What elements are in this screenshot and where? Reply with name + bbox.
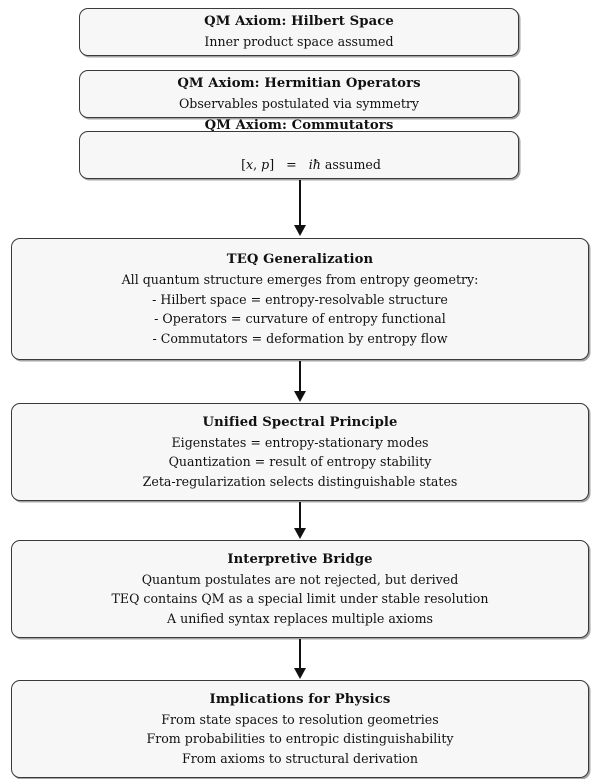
arrow-shaft <box>299 502 301 529</box>
node-title: QM Axiom: Commutators <box>204 117 394 133</box>
node-body-line: Quantum postulates are not rejected, but… <box>141 571 459 587</box>
node-qm-axiom-hilbert-space[interactable]: QM Axiom: Hilbert Space Inner product sp… <box>79 8 519 56</box>
commutator-equation: [x, p] = iħ assumed <box>217 136 381 195</box>
node-title: QM Axiom: Hermitian Operators <box>177 76 421 92</box>
node-body-line: All quantum structure emerges from entro… <box>121 272 479 287</box>
bracket-close: ] <box>269 157 275 173</box>
node-body-line: From axioms to structural derivation <box>182 750 418 766</box>
arrow-head <box>294 391 306 402</box>
node-qm-axiom-hermitian-operators[interactable]: QM Axiom: Hermitian Operators Observable… <box>79 70 519 118</box>
symbol-hbar: ħ <box>312 157 321 173</box>
arrow-shaft <box>299 639 301 669</box>
arrow-head <box>294 668 306 679</box>
arrow-shaft <box>299 180 301 226</box>
arrow-axioms-to-teq <box>293 180 307 237</box>
arrow-bridge-to-implications <box>293 639 307 680</box>
node-implications-for-physics[interactable]: Implications for Physics From state spac… <box>11 680 589 778</box>
symbol-i: i <box>308 157 313 173</box>
symbol-x: x <box>246 157 254 173</box>
node-interpretive-bridge[interactable]: Interpretive Bridge Quantum postulates a… <box>11 540 589 638</box>
arrow-head <box>294 225 306 236</box>
comma: , <box>253 157 262 173</box>
arrow-head <box>294 528 306 539</box>
node-title: QM Axiom: Hilbert Space <box>204 14 394 30</box>
node-body-line: Zeta-regularization selects distinguisha… <box>142 473 458 489</box>
arrow-teq-to-spectral <box>293 361 307 403</box>
arrow-spectral-to-bridge <box>293 502 307 540</box>
node-body-line: Eigenstates = entropy-stationary modes <box>171 434 429 450</box>
node-body-line: - Commutators = deformation by entropy f… <box>152 330 448 346</box>
node-teq-generalization[interactable]: TEQ Generalization All quantum structure… <box>11 238 589 360</box>
node-title: TEQ Generalization <box>226 251 374 267</box>
node-body-line: - Operators = curvature of entropy funct… <box>154 311 446 327</box>
node-title: Unified Spectral Principle <box>202 414 398 430</box>
node-body-line: - Hilbert space = entropy-resolvable str… <box>152 291 448 307</box>
bracket-open: [ <box>241 157 247 173</box>
arrow-shaft <box>299 361 301 392</box>
node-body-line: From state spaces to resolution geometri… <box>161 711 439 727</box>
node-title: Interpretive Bridge <box>227 551 373 567</box>
assumed-text: assumed <box>320 157 381 173</box>
equals-sign: = <box>286 157 297 173</box>
node-body-line: TEQ contains QM as a special limit under… <box>111 591 489 607</box>
node-qm-axiom-commutators[interactable]: QM Axiom: Commutators [x, p] = iħ assume… <box>79 118 519 179</box>
node-body-line: From probabilities to entropic distingui… <box>146 731 454 747</box>
symbol-p: p <box>261 157 270 173</box>
node-body-line: Quantization = result of entropy stabili… <box>168 454 432 470</box>
node-unified-spectral-principle[interactable]: Unified Spectral Principle Eigenstates =… <box>11 403 589 501</box>
spacer-right <box>297 157 309 172</box>
node-body-line: A unified syntax replaces multiple axiom… <box>166 610 433 626</box>
spacer-left <box>274 157 286 172</box>
node-title: Implications for Physics <box>209 691 391 707</box>
node-body-line: Inner product space assumed <box>204 34 394 50</box>
node-body-line: Observables postulated via symmetry <box>178 96 420 112</box>
